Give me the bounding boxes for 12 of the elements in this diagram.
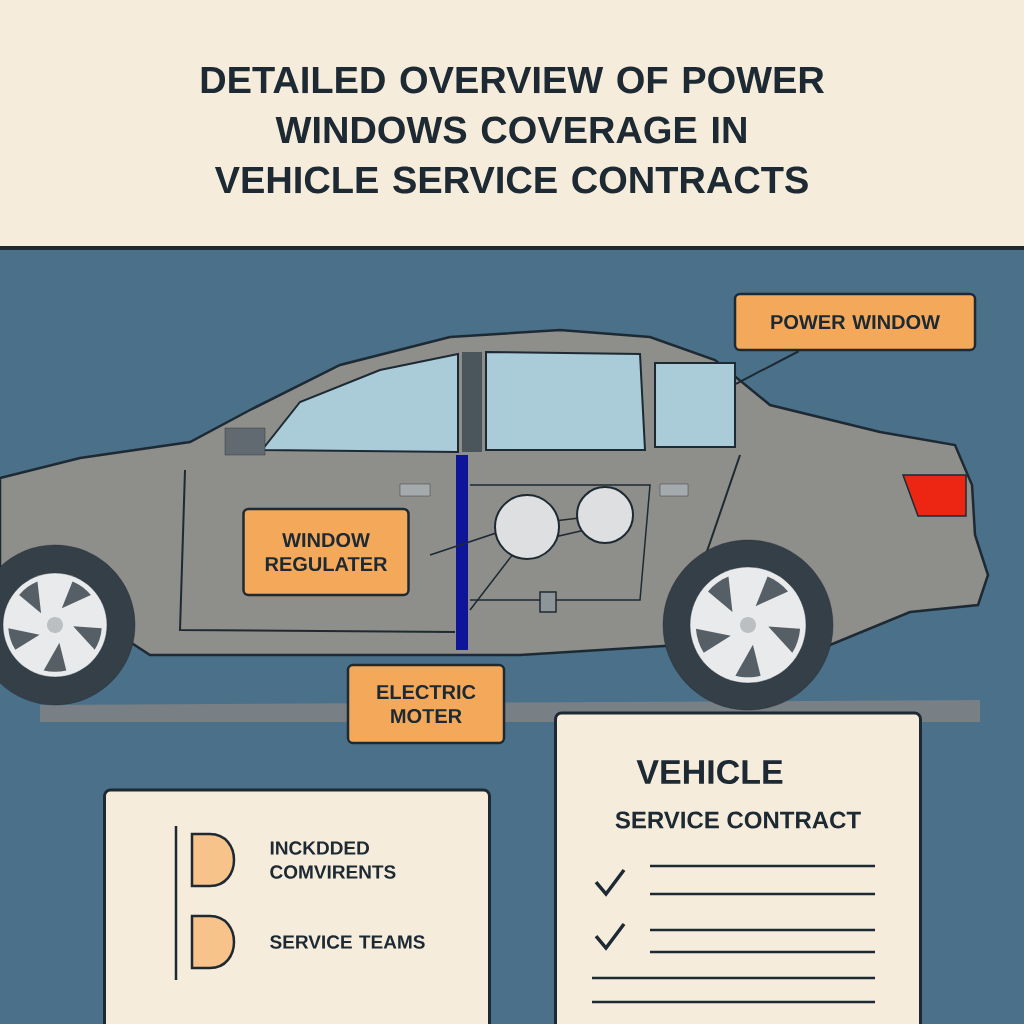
label-tag: WINDOW REGULATER [242, 507, 410, 597]
card-subheading: SERVICE CONTRACT [615, 811, 861, 829]
card-heading: VEHICLE [636, 759, 783, 785]
card-text: INCKDDED COMVIRENTS [270, 841, 396, 879]
label-tag: POWER WINDOW [733, 292, 977, 352]
rear-window [654, 362, 736, 448]
contract-card [554, 711, 922, 1024]
card-text: SERVICE TEAMS [270, 935, 425, 949]
leader-line [735, 350, 800, 385]
title: DETAILED OVERVIEW OF POWER WINDOWS COVERAGE IN VEHICLE SERVICE CONTRACTS [201, 66, 825, 194]
label-tag: ELECTRIC MOTER [346, 663, 506, 745]
info-card [103, 788, 491, 1024]
